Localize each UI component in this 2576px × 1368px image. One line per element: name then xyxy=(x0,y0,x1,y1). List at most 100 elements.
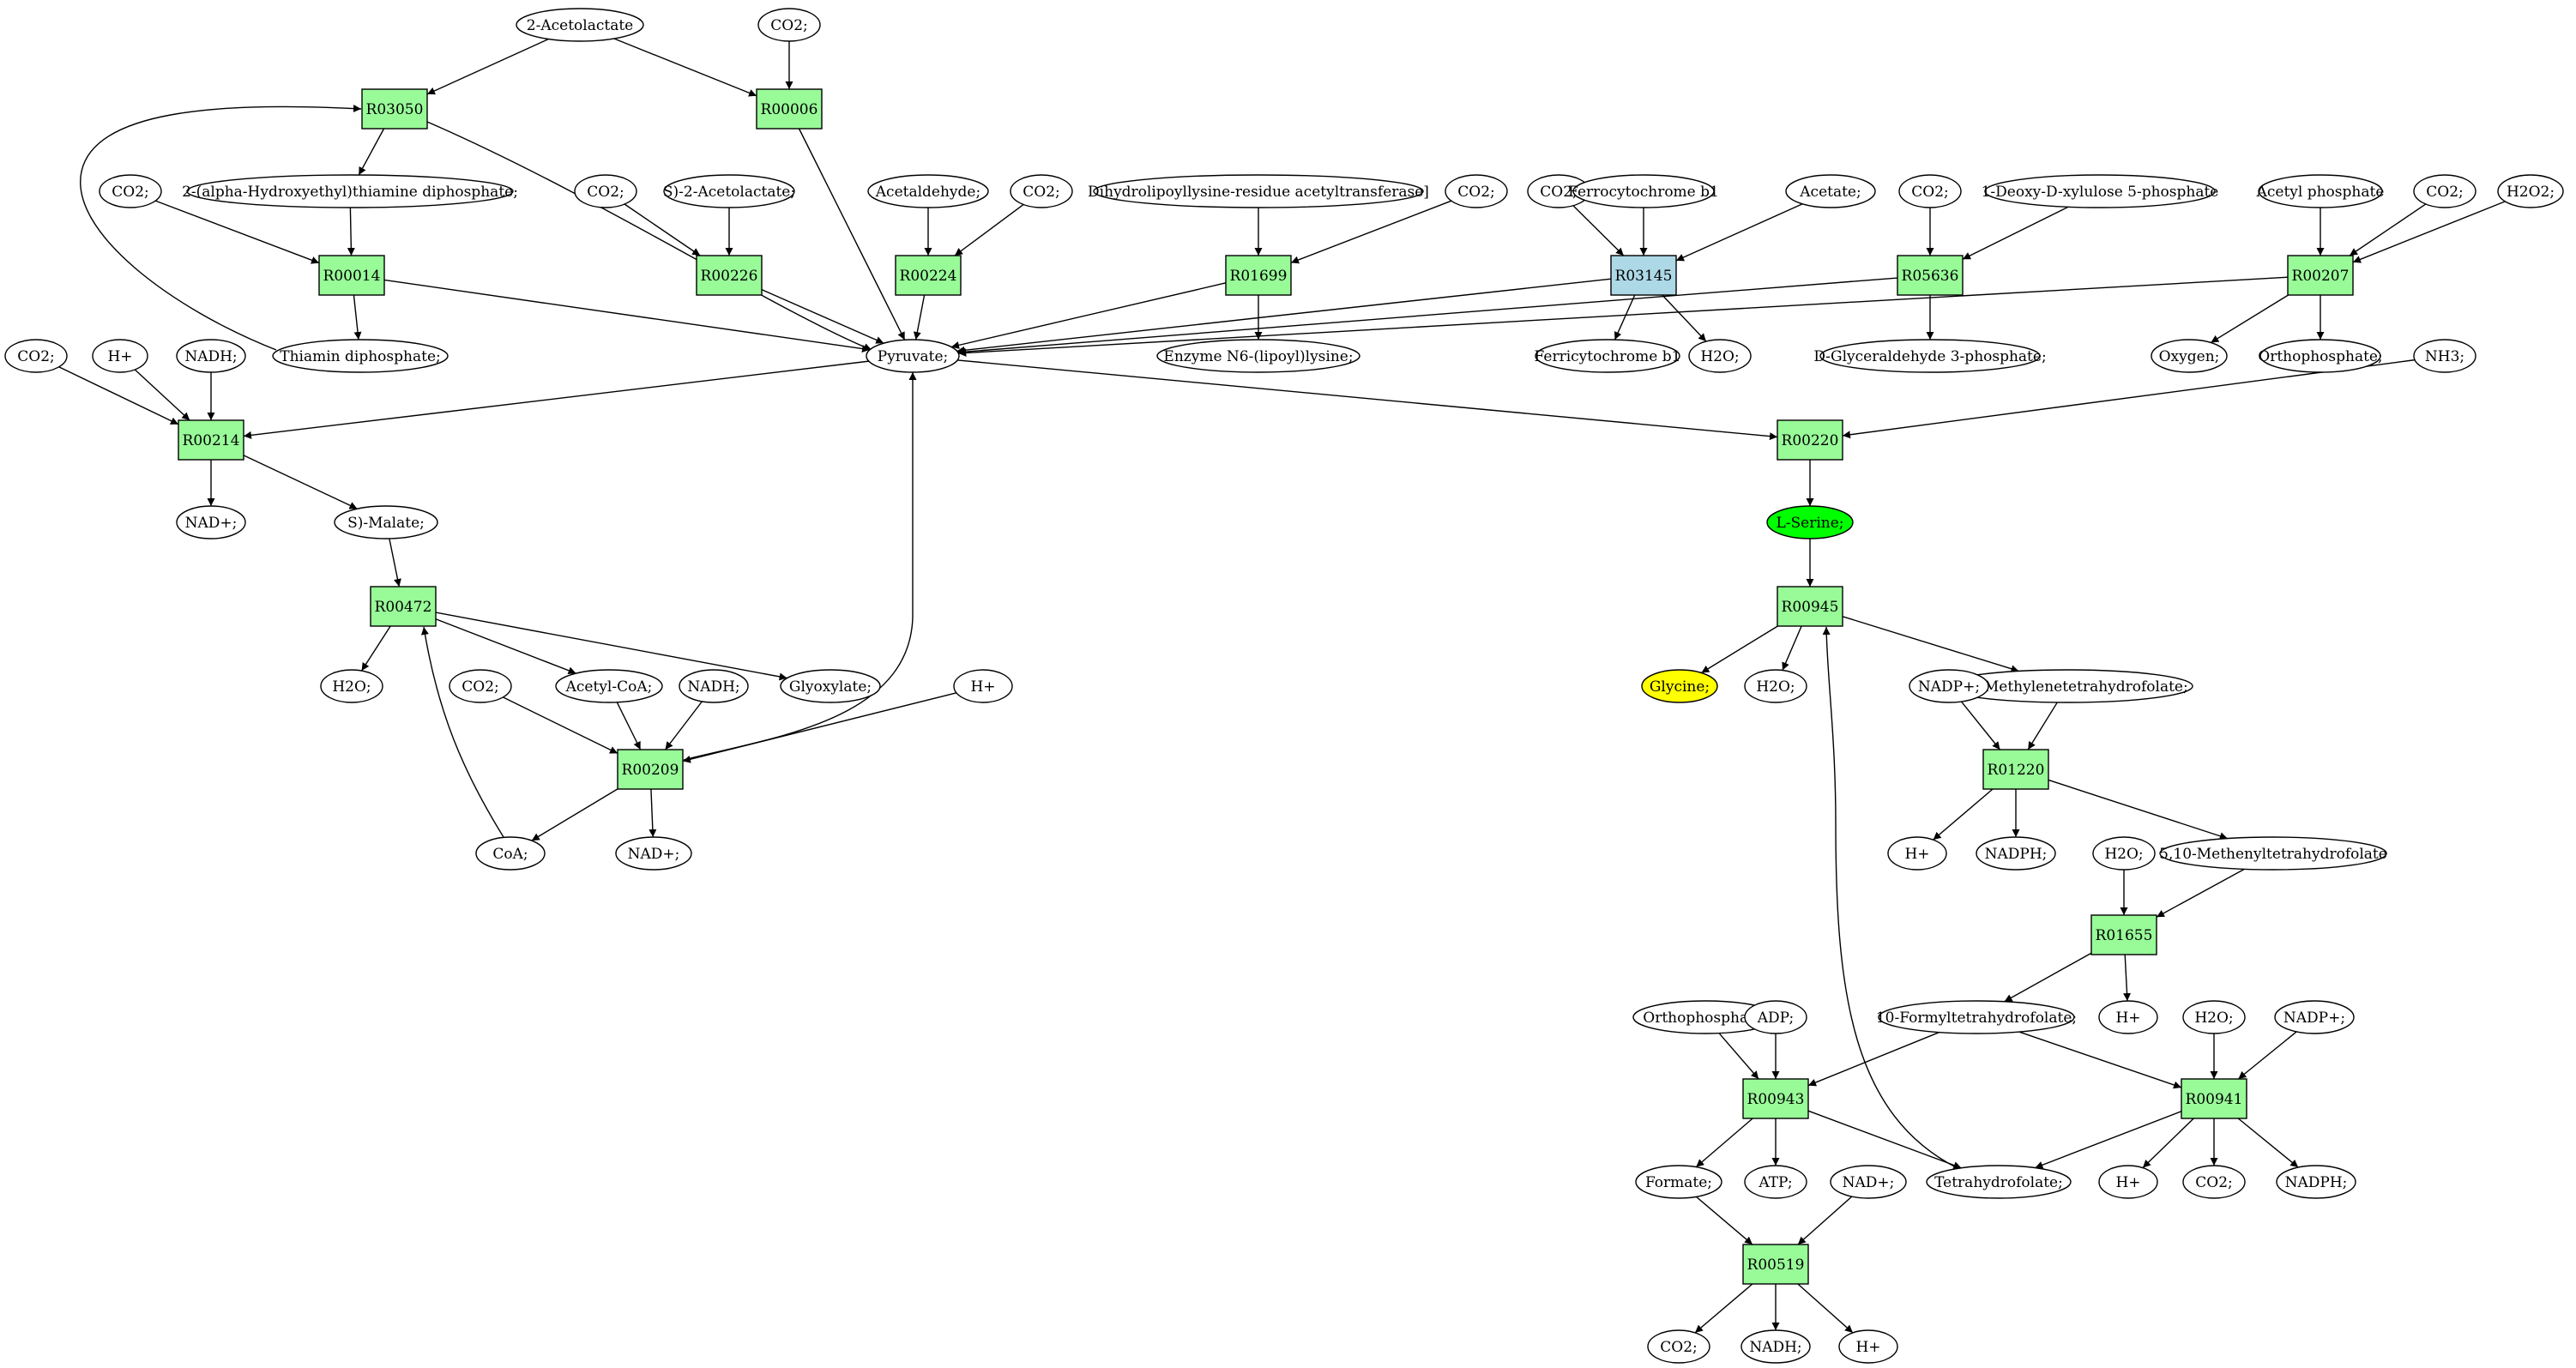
metabolite-node-co2-r00226[interactable]: CO2; xyxy=(574,174,637,208)
edge-co2_r00214-to-R00214 xyxy=(58,366,179,425)
metabolite-node-coa[interactable]: CoA; xyxy=(475,836,546,871)
metabolite-node-formyl-thf[interactable]: 10-Formyltetrahydrofolate; xyxy=(1876,1000,2077,1034)
metabolite-node-hplus-r00519[interactable]: H+ xyxy=(1838,1329,1898,1364)
metabolite-node-s-acetolactate[interactable]: S)-2-Acetolactate; xyxy=(663,174,795,208)
reaction-node-r00209[interactable]: R00209 xyxy=(617,749,684,790)
metabolite-node-co2-r00209[interactable]: CO2; xyxy=(449,669,512,703)
metabolite-node-l-serine[interactable]: L-Serine; xyxy=(1766,505,1854,539)
metabolite-ellipse xyxy=(186,174,514,208)
metabolite-node-co2-r00207[interactable]: CO2; xyxy=(2413,174,2476,208)
metabolite-label: Acetaldehyde; xyxy=(875,184,980,201)
metabolite-node-glycine[interactable]: Glycine; xyxy=(1641,669,1718,703)
metabolite-node-h2o-r01655[interactable]: H2O; xyxy=(2092,836,2156,871)
metabolite-node-co2-r01699[interactable]: CO2; xyxy=(1445,174,1508,208)
metabolite-node-h2o-r03145[interactable]: H2O; xyxy=(1688,339,1752,373)
metabolite-node-h2o2[interactable]: H2O2; xyxy=(2497,174,2564,208)
metabolite-node-methenyl-thf[interactable]: 5,10-Methenyltetrahydrofolate xyxy=(2159,836,2387,871)
metabolite-node-hydroxyethyl-tpp[interactable]: 2-(alpha-Hydroxyethyl)thiamine diphospha… xyxy=(182,174,518,208)
reaction-label: R01220 xyxy=(1988,762,2045,779)
metabolite-node-co2-r00941[interactable]: CO2; xyxy=(2182,1165,2246,1199)
metabolite-node-co2-r00014[interactable]: CO2; xyxy=(99,174,162,208)
metabolite-node-hplus-r00209[interactable]: H+ xyxy=(953,669,1013,703)
edge-methylene_thf-to-R01220 xyxy=(2027,702,2058,750)
reaction-node-r00214[interactable]: R00214 xyxy=(178,419,244,461)
edge-R00226-to-pyruvate xyxy=(761,289,884,344)
reaction-node-r00220[interactable]: R00220 xyxy=(1777,419,1843,461)
metabolite-node-nadph-r01220[interactable]: NADPH; xyxy=(1976,836,2056,871)
metabolite-node-adp[interactable]: ADP; xyxy=(1744,1000,1807,1034)
reaction-label: R00214 xyxy=(183,432,240,449)
metabolite-node-s-malate[interactable]: S)-Malate; xyxy=(334,505,438,539)
metabolite-node-co2-r03145[interactable]: CO2; xyxy=(1527,174,1590,208)
metabolite-node-co2-r00214[interactable]: CO2; xyxy=(4,339,68,373)
reaction-node-r00224[interactable]: R00224 xyxy=(895,255,962,296)
metabolite-node-pyruvate[interactable]: Pyruvate; xyxy=(866,339,960,373)
reaction-node-r00472[interactable]: R00472 xyxy=(370,586,437,627)
metabolite-node-thf[interactable]: Tetrahydrofolate; xyxy=(1926,1165,2072,1199)
reaction-node-r01655[interactable]: R01655 xyxy=(2090,914,2157,955)
metabolite-node-enzyme-lipoyl[interactable]: Enzyme N6-(lipoyl)lysine; xyxy=(1156,339,1360,373)
metabolite-label: Tetrahydrofolate; xyxy=(1934,1174,2063,1191)
metabolite-node-hplus-r00214[interactable]: H+ xyxy=(92,339,148,373)
reaction-node-r00226[interactable]: R00226 xyxy=(696,255,763,296)
metabolite-node-nadpplus-r00941[interactable]: NADP+; xyxy=(2274,1000,2355,1034)
metabolite-node-glyoxylate[interactable]: Glyoxylate; xyxy=(780,669,881,703)
metabolite-node-dihydrolipoyllysine[interactable]: Dihydrolipoyllysine-residue acetyltransf… xyxy=(1088,174,1429,208)
metabolite-node-h2o-r00941[interactable]: H2O; xyxy=(2182,1000,2246,1034)
reaction-node-r00006[interactable]: R00006 xyxy=(756,88,823,130)
metabolite-node-h2o-r00945[interactable]: H2O; xyxy=(1744,669,1807,703)
metabolite-node-ferrocytochrome[interactable]: Ferrocytochrome b1 xyxy=(1568,174,1719,208)
metabolite-node-acetaldehyde[interactable]: Acetaldehyde; xyxy=(867,174,989,208)
reaction-node-r01699[interactable]: R01699 xyxy=(1225,255,1292,296)
reaction-node-r00014[interactable]: R00014 xyxy=(318,255,385,296)
edge-formyl_thf-to-R00943 xyxy=(1807,1031,1940,1087)
metabolite-node-nadpplus-r01220[interactable]: NADP+; xyxy=(1909,669,1989,703)
metabolite-node-deoxyxylulose[interactable]: 1-Deoxy-D-xylulose 5-phosphate xyxy=(1982,174,2219,208)
metabolite-node-co2-r05636[interactable]: CO2; xyxy=(1898,174,1962,208)
edge-nadpplus_r01220-to-R01220 xyxy=(1960,701,2001,750)
metabolite-node-hplus-r01655[interactable]: H+ xyxy=(2098,1000,2158,1034)
metabolite-node-glyceraldehyde[interactable]: D-Glyceraldehyde 3-phosphate; xyxy=(1813,339,2047,373)
reaction-node-r01220[interactable]: R01220 xyxy=(1982,749,2049,790)
metabolite-node-nadplus-r00209[interactable]: NAD+; xyxy=(615,836,692,871)
metabolite-node-nadplus-r00214[interactable]: NAD+; xyxy=(176,505,246,539)
metabolite-node-nadph-r00941[interactable]: NADPH; xyxy=(2276,1165,2356,1199)
metabolite-node-nadplus-r00519[interactable]: NAD+; xyxy=(1830,1165,1907,1199)
reaction-node-r03050[interactable]: R03050 xyxy=(361,88,428,130)
reaction-node-r03145[interactable]: R03145 xyxy=(1610,255,1677,296)
metabolite-node-nadh-r00209[interactable]: NADH; xyxy=(679,669,749,703)
metabolite-node-hplus-r00941[interactable]: H+ xyxy=(2098,1165,2158,1199)
metabolite-ellipse xyxy=(320,669,383,703)
metabolite-label: ADP; xyxy=(1757,1009,1794,1027)
reaction-node-r00945[interactable]: R00945 xyxy=(1777,586,1843,627)
metabolite-node-atp[interactable]: ATP; xyxy=(1744,1165,1807,1199)
metabolite-ellipse xyxy=(953,669,1013,703)
metabolite-node-orthophosphate-r00207[interactable]: Orthophosphate; xyxy=(2258,339,2383,373)
metabolite-node-nh3[interactable]: NH3; xyxy=(2413,339,2476,373)
metabolite-node-acetyl-phosphate[interactable]: Acetyl phosphate xyxy=(2256,174,2385,208)
reaction-node-r00519[interactable]: R00519 xyxy=(1742,1244,1809,1285)
metabolite-node-orthophosphate-r00943[interactable]: Orthophosphate; xyxy=(1632,1000,1778,1034)
edge-R03050-to-hydroxyethyl_tpp xyxy=(358,128,385,176)
metabolite-node-co2-top[interactable]: CO2; xyxy=(757,8,821,42)
metabolite-node-h2o-r00472[interactable]: H2O; xyxy=(320,669,383,703)
metabolite-node-co2-r00519[interactable]: CO2; xyxy=(1647,1329,1710,1364)
metabolite-node-oxygen[interactable]: Oxygen; xyxy=(2151,339,2228,373)
metabolite-node-ferricytochrome[interactable]: Ferricytochrome b1 xyxy=(1535,339,1681,373)
reaction-node-r00207[interactable]: R00207 xyxy=(2287,255,2354,296)
metabolite-label: CoA; xyxy=(492,846,528,863)
metabolite-node-formate[interactable]: Formate; xyxy=(1635,1165,1722,1199)
reaction-node-r05636[interactable]: R05636 xyxy=(1897,255,1964,296)
metabolite-node-acetyl-coa[interactable]: Acetyl-CoA; xyxy=(555,669,663,703)
metabolite-node-thiamin-dp[interactable]: Thiamin diphosphate; xyxy=(272,339,449,373)
edge-acetolactate-to-R03050 xyxy=(426,38,549,95)
reaction-node-r00941[interactable]: R00941 xyxy=(2181,1078,2247,1119)
metabolite-node-co2-r00224[interactable]: CO2; xyxy=(1010,174,1073,208)
metabolite-node-nadh-r00214[interactable]: NADH; xyxy=(176,339,246,373)
edge-orthophosphate_r00943-to-R00943 xyxy=(1718,1033,1759,1080)
metabolite-node-nadh-r00519[interactable]: NADH; xyxy=(1740,1329,1811,1364)
reaction-node-r00943[interactable]: R00943 xyxy=(1742,1078,1809,1119)
metabolite-node-acetate[interactable]: Acetate; xyxy=(1785,174,1876,208)
metabolite-node-acetolactate[interactable]: 2-Acetolactate xyxy=(516,8,644,42)
metabolite-node-hplus-r01220[interactable]: H+ xyxy=(1887,836,1947,871)
